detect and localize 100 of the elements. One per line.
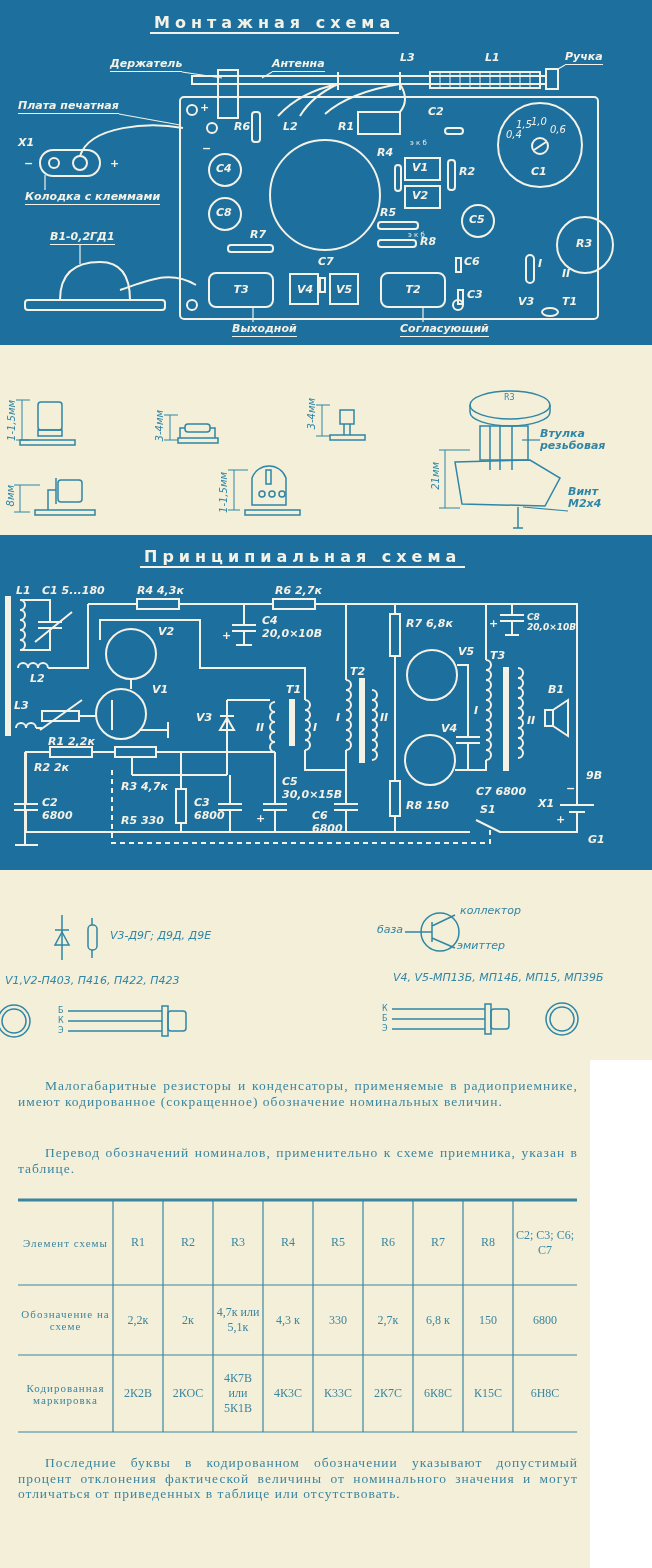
- table-cell-text: 4К3С: [273, 1385, 303, 1402]
- polarity-sign: −: [24, 158, 34, 171]
- column-header: C2; C3; C6; C7: [515, 1226, 575, 1259]
- component-label: C4: [216, 163, 232, 176]
- leader-line: [44, 174, 46, 191]
- component-label: R6 2,7к: [275, 585, 322, 598]
- component-label: R3: [504, 393, 515, 403]
- callout-label: Выходной: [232, 322, 297, 337]
- component-label: R8: [420, 236, 437, 249]
- component-label: R6: [234, 121, 251, 134]
- component-label: G1: [588, 834, 605, 847]
- component-label: T3: [490, 650, 506, 663]
- table-cell-text: 2к: [181, 1311, 195, 1329]
- winding-label: II: [256, 722, 265, 735]
- component-label: B1: [548, 684, 565, 697]
- column-header: R7: [430, 1234, 446, 1251]
- column-header: R5: [330, 1234, 346, 1251]
- polarity-sign: −: [566, 783, 576, 796]
- component-label: V3: [196, 712, 213, 725]
- component-label: T2: [350, 666, 366, 679]
- transformer-box: T3: [208, 272, 274, 308]
- component-label: L3: [400, 52, 415, 65]
- component-label: C6: [464, 256, 480, 269]
- component-label: R3: [576, 238, 593, 251]
- part-type-label: V1,V2-П403, П416, П422, П423: [5, 975, 180, 988]
- component-label: R5: [380, 207, 397, 220]
- component-label: R2 2к: [34, 762, 70, 775]
- component-label: C2 6800: [42, 797, 74, 823]
- leader-line: [181, 71, 223, 79]
- pin-name-label: эмиттер: [457, 940, 506, 953]
- leader-line: [422, 307, 424, 323]
- table-cell-text: 6К8С: [423, 1385, 453, 1402]
- winding-label: I: [538, 258, 543, 271]
- part-type-label: V3-Д9Г; Д9Д, Д9Е: [110, 930, 212, 943]
- dimension-label: 1-1,5мм: [218, 472, 230, 513]
- polarity-sign: +: [489, 618, 499, 631]
- component-label: R8 150: [406, 800, 449, 813]
- pin-name-label: база: [377, 924, 404, 937]
- component-label: R5 330: [121, 815, 164, 828]
- polarity-sign: +: [556, 814, 566, 827]
- scale-number: 0,4: [506, 129, 522, 141]
- component-label: L2: [30, 673, 45, 686]
- terminal-label: X1: [18, 137, 35, 150]
- table-cell-text: К33С: [323, 1385, 353, 1402]
- leader-line: [79, 244, 81, 265]
- column-header: R8: [480, 1234, 496, 1251]
- callout-label: Держатель: [110, 57, 183, 72]
- pin-label: Б: [382, 1014, 388, 1024]
- row-header: Обозначение на схеме: [20, 1307, 111, 1334]
- paragraph: Малогабаритные резисторы и конденсаторы, применяемые в радиоприемнике, имеют кодированное (сокращенное) обозначение номинальных величин.: [18, 1078, 578, 1110]
- component-label: C3 6800: [194, 797, 226, 823]
- table-cell-text: 6,8 к: [425, 1311, 451, 1329]
- leader-line: [118, 113, 181, 126]
- table-cell-text: 6Н8С: [529, 1385, 561, 1402]
- table-cell-text: 2К2В: [123, 1385, 153, 1402]
- component-label: X1: [538, 798, 555, 811]
- component-label: R7: [250, 229, 267, 242]
- component-label: V4: [297, 284, 314, 297]
- component-label: V4: [441, 723, 458, 736]
- screw-drawing: [512, 506, 524, 529]
- column-header: R3: [230, 1234, 246, 1251]
- pin-label: К: [58, 1016, 64, 1026]
- component-label: C1: [531, 166, 547, 179]
- section-heading: Монтажная схема: [150, 14, 400, 35]
- polarity-sign: +: [200, 102, 210, 115]
- component-label: L1: [485, 52, 500, 65]
- component-label: C7: [318, 256, 334, 269]
- callout-label: Согласующий: [400, 322, 489, 337]
- polarity-sign: +: [222, 630, 232, 643]
- leader-line: [252, 307, 254, 323]
- component-label: R2: [459, 166, 476, 179]
- pin-label: К: [382, 1004, 388, 1014]
- section-heading: Принципиальная схема: [140, 548, 466, 569]
- leader-line: [557, 64, 566, 70]
- dimension-label: 3-4мм: [154, 410, 166, 442]
- component-label: R1: [338, 121, 355, 134]
- column-header: R4: [280, 1234, 296, 1251]
- component-label: V2: [158, 626, 175, 639]
- callout-label: В1-0,2ГД1: [50, 230, 115, 245]
- component-label: C5 30,0×15В: [282, 776, 340, 802]
- polarity-sign: +: [110, 158, 120, 171]
- component-label: V5: [458, 646, 475, 659]
- leader-line: [521, 439, 541, 441]
- table-cell-text: 2,2к: [126, 1311, 150, 1329]
- component-label: R1 2,2к: [48, 736, 95, 749]
- winding-label: I: [313, 722, 318, 735]
- scale-number: 1,0: [531, 116, 547, 127]
- winding-label: I: [474, 705, 479, 718]
- voltage-label: 9В: [586, 770, 603, 783]
- table-cell-text: 2К7С: [373, 1385, 403, 1402]
- component-label: R4: [377, 147, 394, 160]
- component-label: C1 5...180: [42, 585, 105, 598]
- column-header: R6: [380, 1234, 396, 1251]
- paragraph: Последние буквы в кодированном обозначении указывают допустимый процент отклонения фактической величины от номинального значения и могут отличаться от приведенных в таблице или отсутствовать.: [18, 1455, 578, 1502]
- component-label: R3 4,7к: [121, 781, 168, 794]
- component-label: C2: [428, 106, 444, 119]
- table-cell-text: 4К7В или 5К1В: [223, 1370, 253, 1417]
- table-cell-text: 6800: [532, 1311, 558, 1329]
- table-cell-text: 4,7к или 5,1к: [215, 1304, 261, 1336]
- table-cell-text: 2,7к: [376, 1311, 400, 1329]
